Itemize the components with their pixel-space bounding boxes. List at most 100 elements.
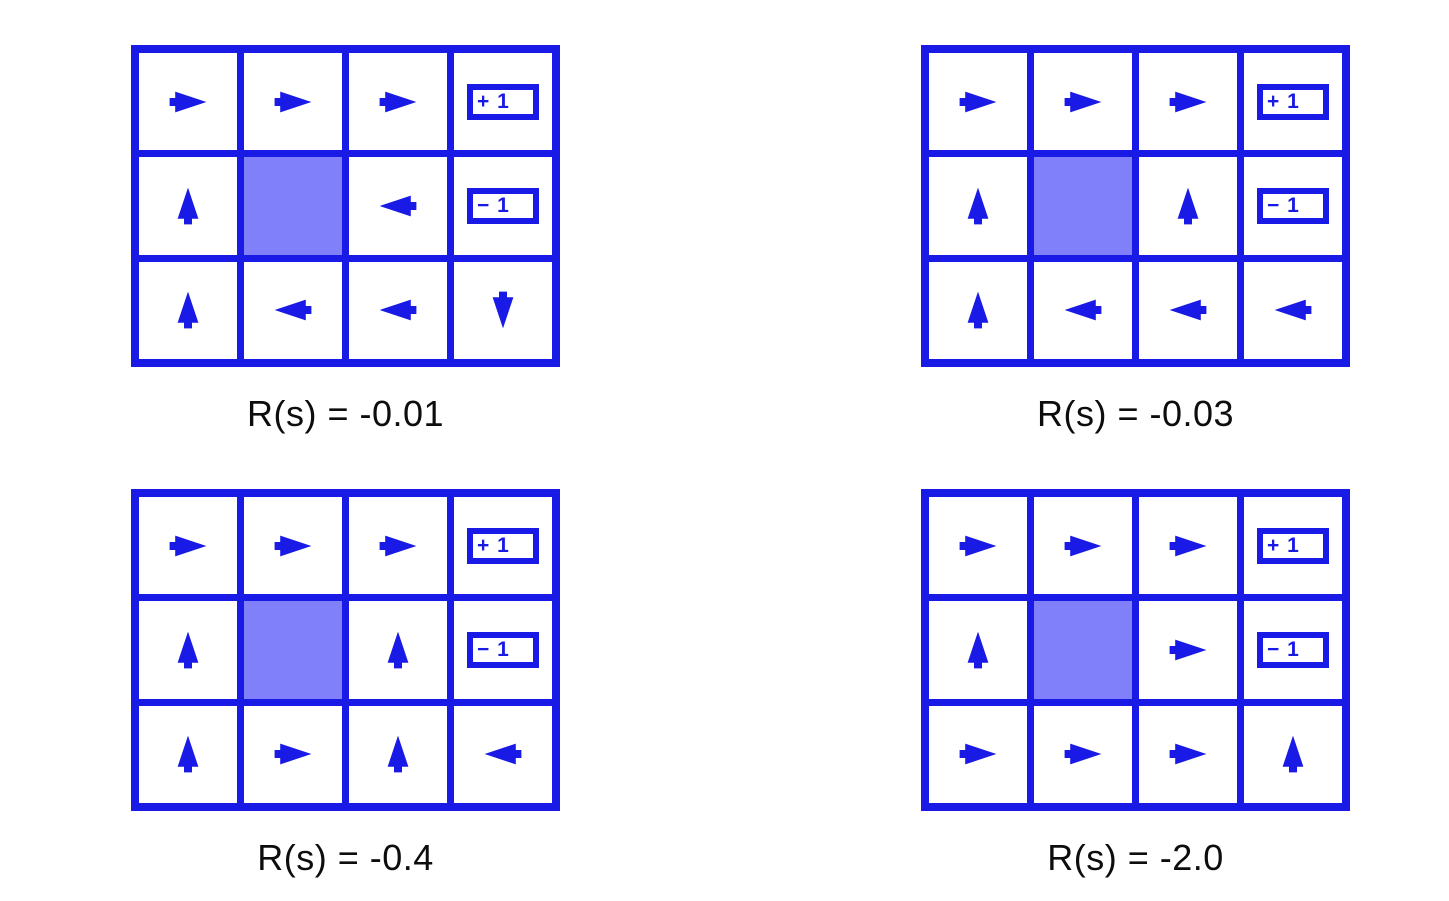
policy-cell-right[interactable] bbox=[139, 53, 237, 151]
panel-caption: R(s) = -0.01 bbox=[246, 393, 445, 434]
policy-panel-panel-r-0-01: + 1 − 1 R(s) = -0.01 bbox=[131, 45, 560, 435]
arrow-right-icon bbox=[361, 526, 435, 566]
arrow-right-icon bbox=[941, 734, 1015, 774]
arrow-right-icon bbox=[256, 526, 330, 566]
gridworld-grid: + 1 − 1 bbox=[131, 489, 560, 811]
policy-cell-up[interactable] bbox=[349, 601, 447, 699]
arrow-up-icon bbox=[168, 717, 208, 791]
terminal-minus-one-badge: − 1 bbox=[467, 187, 539, 224]
policy-cell-up[interactable] bbox=[929, 261, 1027, 359]
arrow-left-icon bbox=[361, 186, 435, 226]
arrow-up-icon bbox=[168, 273, 208, 347]
policy-cell-right[interactable] bbox=[1034, 53, 1132, 151]
policy-cell-up[interactable] bbox=[1139, 157, 1237, 255]
policy-cell-right[interactable] bbox=[349, 53, 447, 151]
policy-cell-left[interactable] bbox=[349, 261, 447, 359]
terminal-minus-one-badge: − 1 bbox=[467, 631, 539, 668]
panel-caption: R(s) = -2.0 bbox=[1047, 837, 1224, 878]
arrow-right-icon bbox=[256, 734, 330, 774]
policy-cell-right[interactable] bbox=[244, 705, 342, 803]
policy-cell-up[interactable] bbox=[929, 601, 1027, 699]
policy-cell-left[interactable] bbox=[1244, 261, 1342, 359]
policy-cell-right[interactable] bbox=[1139, 601, 1237, 699]
arrow-right-icon bbox=[941, 82, 1015, 122]
terminal-minus-one-badge: − 1 bbox=[1257, 187, 1329, 224]
arrow-left-icon bbox=[1046, 290, 1120, 330]
terminal-plus-one-badge: + 1 bbox=[467, 527, 539, 564]
policy-cell-left[interactable] bbox=[1139, 261, 1237, 359]
policy-panel-panel-r-2-0: + 1 − 1 R(s) = -2.0 bbox=[921, 489, 1350, 879]
policy-cell-left[interactable] bbox=[454, 705, 552, 803]
policy-cell-right[interactable] bbox=[244, 53, 342, 151]
arrow-left-icon bbox=[256, 290, 330, 330]
policy-panel-panel-r-0-03: + 1 − 1 R(s) = -0.03 bbox=[921, 45, 1350, 435]
terminal-cell[interactable]: + 1 bbox=[1244, 497, 1342, 595]
arrow-right-icon bbox=[1151, 526, 1225, 566]
arrow-up-icon bbox=[168, 169, 208, 243]
arrow-right-icon bbox=[361, 82, 435, 122]
wall-cell bbox=[1034, 157, 1132, 255]
policy-cell-down[interactable] bbox=[454, 261, 552, 359]
arrow-up-icon bbox=[958, 613, 998, 687]
arrow-left-icon bbox=[1256, 290, 1330, 330]
gridworld-grid: + 1 − 1 bbox=[921, 489, 1350, 811]
policy-cell-right[interactable] bbox=[1139, 705, 1237, 803]
policy-cell-up[interactable] bbox=[139, 261, 237, 359]
policy-cell-right[interactable] bbox=[139, 497, 237, 595]
arrow-right-icon bbox=[256, 82, 330, 122]
arrow-right-icon bbox=[1151, 630, 1225, 670]
arrow-up-icon bbox=[378, 613, 418, 687]
policy-cell-right[interactable] bbox=[929, 705, 1027, 803]
policy-cell-right[interactable] bbox=[1139, 53, 1237, 151]
terminal-cell[interactable]: + 1 bbox=[454, 497, 552, 595]
arrow-right-icon bbox=[941, 526, 1015, 566]
policy-cell-up[interactable] bbox=[139, 157, 237, 255]
policy-cell-up[interactable] bbox=[349, 705, 447, 803]
arrow-up-icon bbox=[168, 613, 208, 687]
policy-cell-right[interactable] bbox=[1034, 705, 1132, 803]
arrow-up-icon bbox=[1273, 717, 1313, 791]
wall-cell bbox=[1034, 601, 1132, 699]
policy-cell-up[interactable] bbox=[139, 705, 237, 803]
arrow-right-icon bbox=[151, 82, 225, 122]
wall-cell bbox=[244, 157, 342, 255]
arrow-right-icon bbox=[1046, 734, 1120, 774]
terminal-plus-one-badge: + 1 bbox=[1257, 527, 1329, 564]
panel-caption: R(s) = -0.4 bbox=[257, 837, 434, 878]
policy-panel-panel-r-0-4: + 1 − 1 R(s) = -0.4 bbox=[131, 489, 560, 879]
policy-cell-right[interactable] bbox=[929, 53, 1027, 151]
arrow-left-icon bbox=[361, 290, 435, 330]
terminal-cell[interactable]: − 1 bbox=[454, 157, 552, 255]
policy-cell-up[interactable] bbox=[139, 601, 237, 699]
terminal-cell[interactable]: − 1 bbox=[1244, 157, 1342, 255]
arrow-up-icon bbox=[958, 273, 998, 347]
policy-cell-up[interactable] bbox=[1244, 705, 1342, 803]
terminal-cell[interactable]: − 1 bbox=[454, 601, 552, 699]
gridworld-grid: + 1 − 1 bbox=[131, 45, 560, 367]
policy-cell-right[interactable] bbox=[929, 497, 1027, 595]
arrow-right-icon bbox=[1151, 734, 1225, 774]
terminal-minus-one-badge: − 1 bbox=[1257, 631, 1329, 668]
terminal-cell[interactable]: + 1 bbox=[1244, 53, 1342, 151]
terminal-cell[interactable]: + 1 bbox=[454, 53, 552, 151]
policy-cell-left[interactable] bbox=[244, 261, 342, 359]
policy-cell-right[interactable] bbox=[349, 497, 447, 595]
panel-caption: R(s) = -0.03 bbox=[1036, 393, 1235, 434]
arrow-up-icon bbox=[378, 717, 418, 791]
arrow-right-icon bbox=[1046, 82, 1120, 122]
policy-cell-left[interactable] bbox=[349, 157, 447, 255]
policy-cell-right[interactable] bbox=[244, 497, 342, 595]
arrow-left-icon bbox=[1151, 290, 1225, 330]
terminal-cell[interactable]: − 1 bbox=[1244, 601, 1342, 699]
policy-cell-right[interactable] bbox=[1034, 497, 1132, 595]
policy-cell-right[interactable] bbox=[1139, 497, 1237, 595]
arrow-right-icon bbox=[1151, 82, 1225, 122]
gridworld-grid: + 1 − 1 bbox=[921, 45, 1350, 367]
arrow-down-icon bbox=[483, 273, 523, 347]
policy-cell-up[interactable] bbox=[929, 157, 1027, 255]
policy-cell-left[interactable] bbox=[1034, 261, 1132, 359]
terminal-plus-one-badge: + 1 bbox=[467, 83, 539, 120]
arrow-right-icon bbox=[1046, 526, 1120, 566]
wall-cell bbox=[244, 601, 342, 699]
